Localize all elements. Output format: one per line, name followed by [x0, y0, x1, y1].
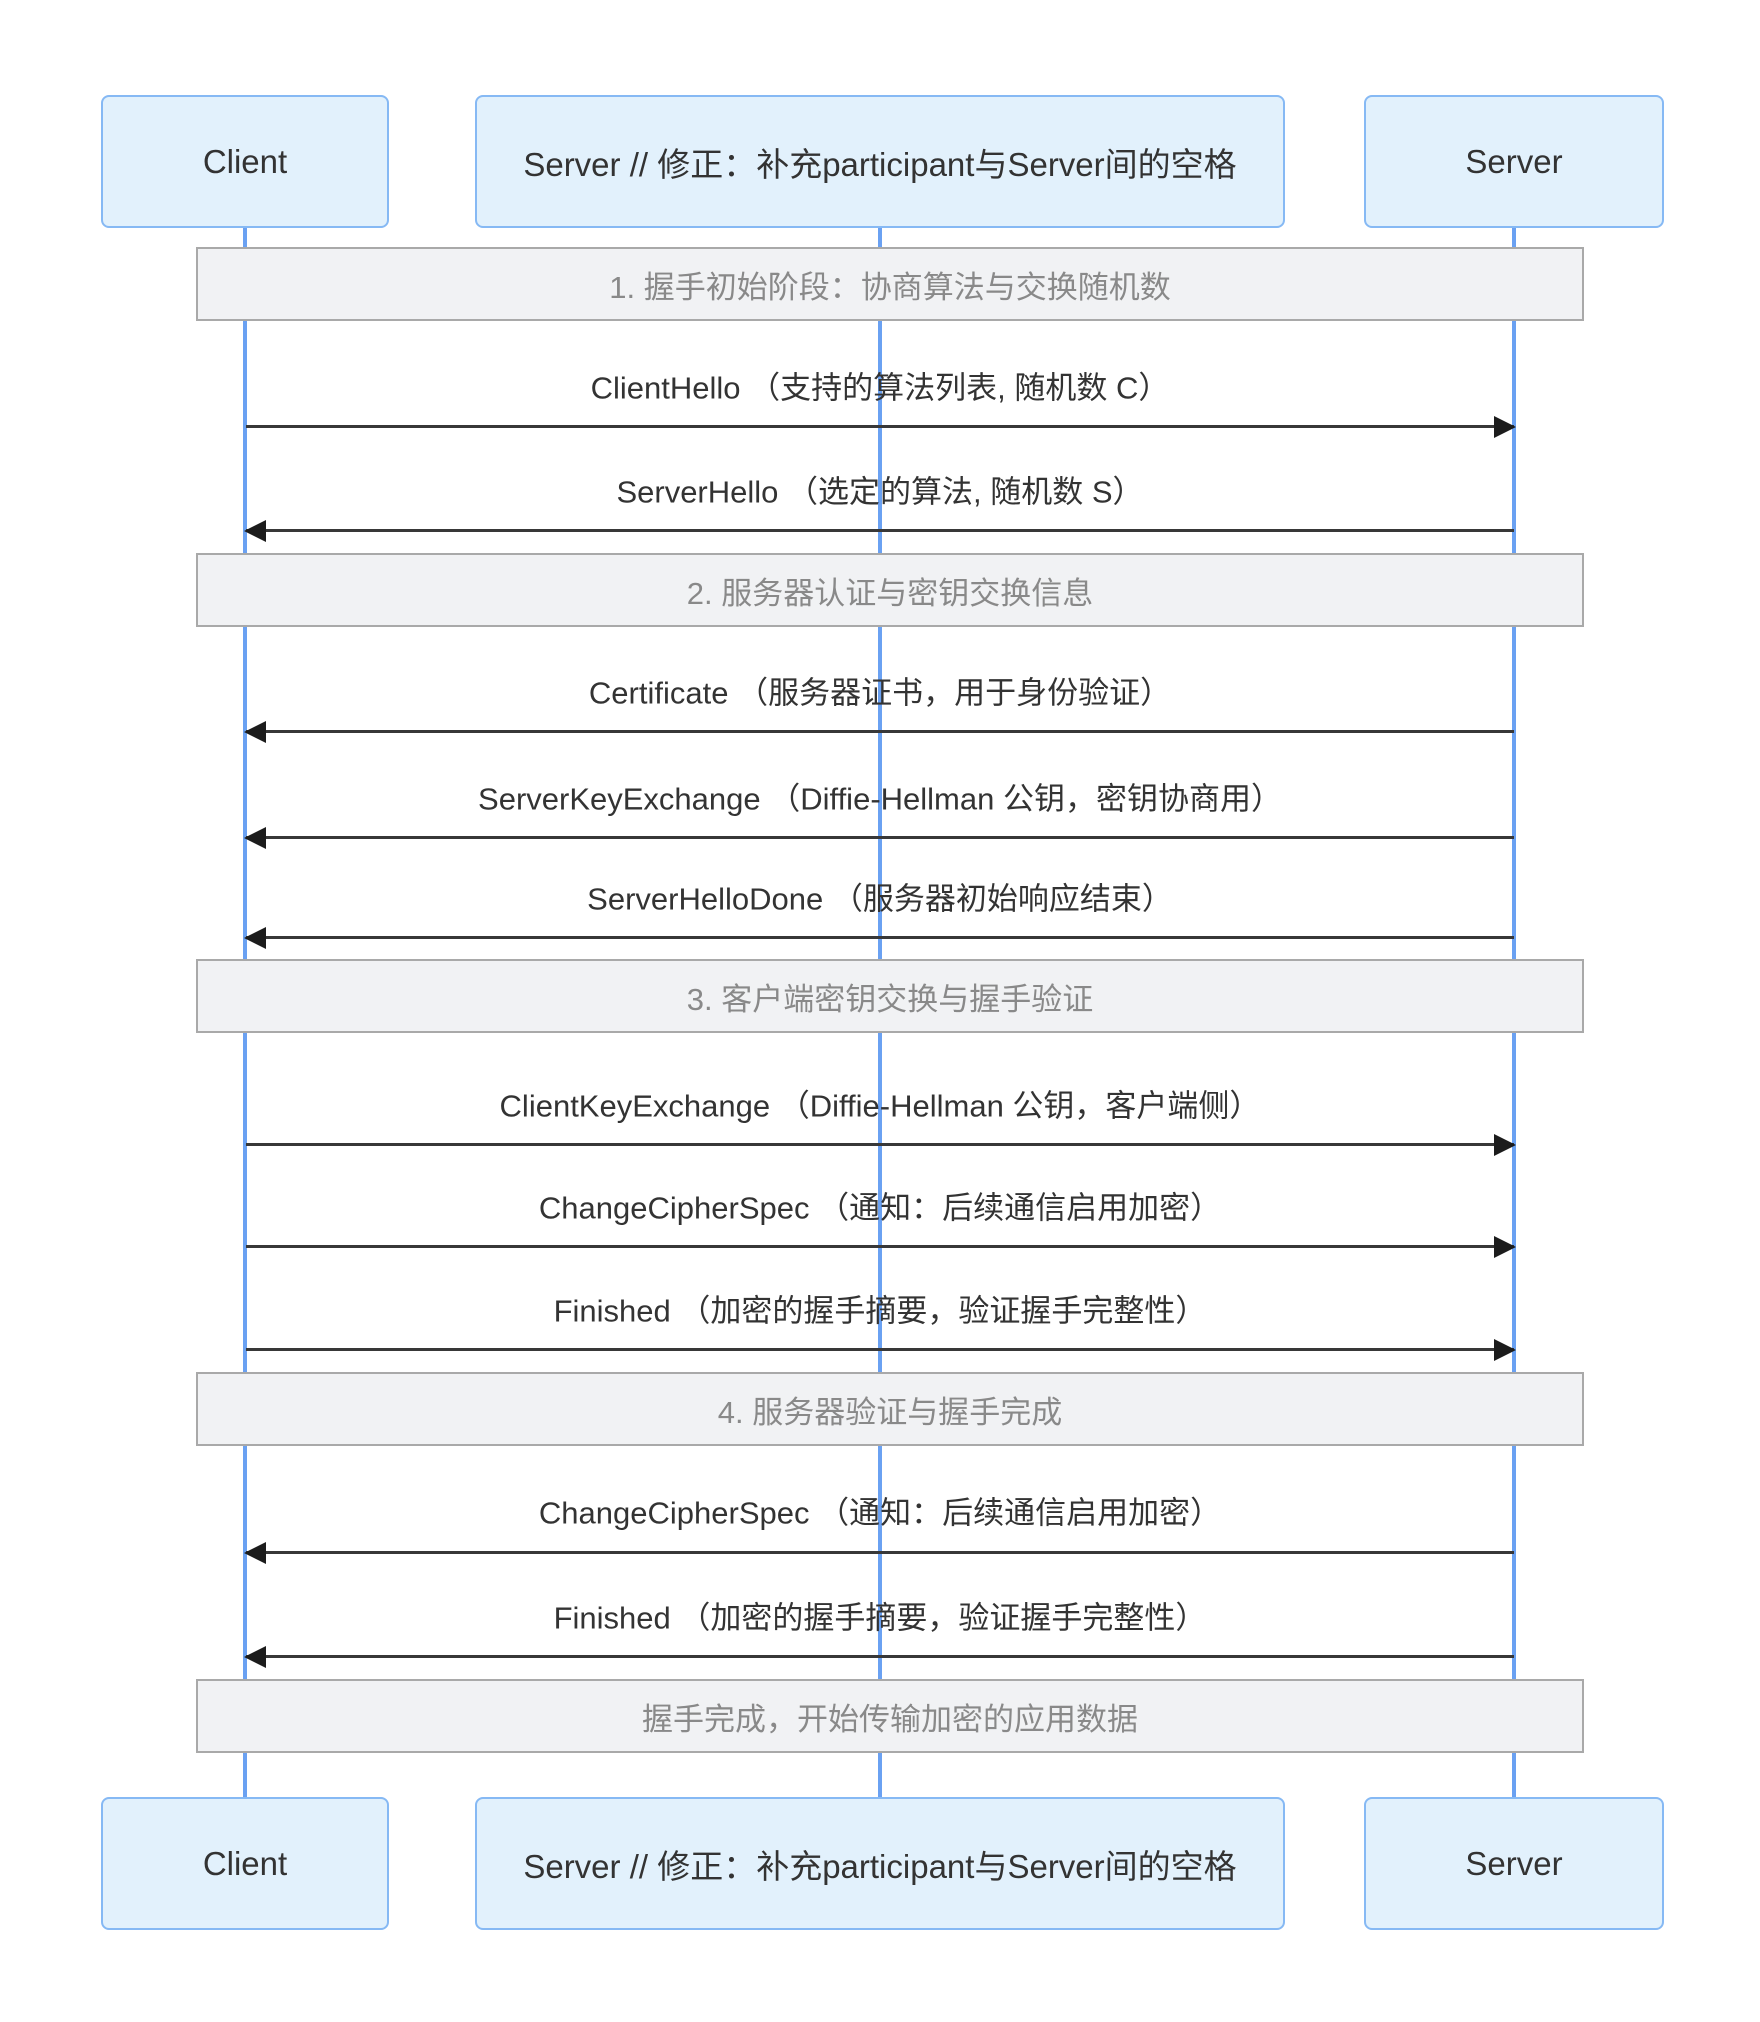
message-label-certificate: Certificate （服务器证书，用于身份验证） [588, 675, 1172, 711]
section-label: 2. 服务器认证与密钥交换信息 [686, 575, 1094, 611]
section-label: 4. 服务器验证与握手完成 [717, 1394, 1063, 1430]
message-label-clientkeyexchange: ClientKeyExchange （Diffie-Hellman 公钥，客户端… [499, 1088, 1261, 1124]
arrowhead-right-icon [1494, 1235, 1516, 1258]
arrowhead-right-icon [1494, 415, 1516, 438]
message-label-finished-server: Finished （加密的握手摘要，验证握手完整性） [553, 1600, 1207, 1636]
actor-bottom-server: Server [1364, 1797, 1664, 1930]
message-arrow-finished-client [246, 1338, 1516, 1361]
message-label-serverkeyexchange: ServerKeyExchange （Diffie-Hellman 公钥，密钥协… [478, 781, 1282, 817]
actor-bottom-server-mid: Server // 修正：补充participant与Server间的空格 [475, 1797, 1285, 1930]
arrowhead-left-icon [244, 519, 266, 542]
actor-top-server-mid: Server // 修正：补充participant与Server间的空格 [475, 95, 1285, 228]
section-bar-3: 3. 客户端密钥交换与握手验证 [196, 959, 1584, 1033]
section-label: 1. 握手初始阶段：协商算法与交换随机数 [609, 269, 1171, 305]
arrowhead-left-icon [244, 1645, 266, 1668]
arrowhead-left-icon [244, 826, 266, 849]
actor-label: Client [202, 142, 288, 180]
arrowhead-left-icon [244, 1541, 266, 1564]
message-label-changecipherspec-server: ChangeCipherSpec （通知：后续通信启用加密） [538, 1495, 1222, 1531]
message-arrow-certificate [244, 720, 1514, 743]
message-label-serverhellodone: ServerHelloDone （服务器初始响应结束） [587, 881, 1173, 917]
section-label: 3. 客户端密钥交换与握手验证 [686, 981, 1094, 1017]
message-label-finished-client: Finished （加密的握手摘要，验证握手完整性） [553, 1293, 1207, 1329]
actor-label: Server [1465, 1844, 1563, 1882]
actor-bottom-client: Client [101, 1797, 389, 1930]
message-arrow-clientkeyexchange [246, 1133, 1516, 1156]
section-bar-1: 1. 握手初始阶段：协商算法与交换随机数 [196, 247, 1584, 321]
final-note-label: 握手完成，开始传输加密的应用数据 [642, 1701, 1138, 1737]
message-label-clienthello: ClientHello （支持的算法列表, 随机数 C） [590, 370, 1170, 406]
actor-top-server: Server [1364, 95, 1664, 228]
actor-label: Server // 修正：补充participant与Server间的空格 [523, 1847, 1237, 1885]
message-arrow-serverhellodone [244, 926, 1514, 949]
message-arrow-changecipherspec-client [246, 1235, 1516, 1258]
section-bar-4: 4. 服务器验证与握手完成 [196, 1372, 1584, 1446]
arrowhead-right-icon [1494, 1133, 1516, 1156]
message-label-changecipherspec-client: ChangeCipherSpec （通知：后续通信启用加密） [538, 1190, 1222, 1226]
message-arrow-clienthello [246, 415, 1516, 438]
actor-top-client: Client [101, 95, 389, 228]
arrowhead-right-icon [1494, 1338, 1516, 1361]
actor-label: Client [202, 1844, 288, 1882]
arrowhead-left-icon [244, 926, 266, 949]
section-bar-2: 2. 服务器认证与密钥交换信息 [196, 553, 1584, 627]
actor-label: Server // 修正：补充participant与Server间的空格 [523, 145, 1237, 183]
message-arrow-finished-server [244, 1645, 1514, 1668]
final-note-bar: 握手完成，开始传输加密的应用数据 [196, 1679, 1584, 1753]
message-arrow-changecipherspec-server [244, 1541, 1514, 1564]
message-label-serverhello: ServerHello （选定的算法, 随机数 S） [616, 474, 1144, 510]
message-arrow-serverkeyexchange [244, 826, 1514, 849]
actor-label: Server [1465, 142, 1563, 180]
message-arrow-serverhello [244, 519, 1514, 542]
arrowhead-left-icon [244, 720, 266, 743]
